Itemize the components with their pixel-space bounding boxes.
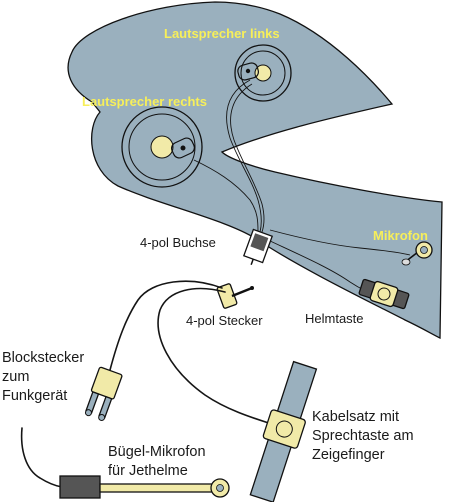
speaker-wire-right <box>193 159 259 233</box>
label-speaker-left: Lautsprecher links <box>164 26 280 41</box>
microphone <box>401 241 433 266</box>
cable-to-block-plug <box>109 280 223 371</box>
ptt-cable-set <box>249 360 318 502</box>
speaker-wire-left <box>226 79 262 233</box>
helmet-button <box>358 278 410 310</box>
label-cable-set: Kabelsatz mit Sprechtaste am Zeigefinger <box>312 409 418 463</box>
cable-to-ptt <box>157 287 279 427</box>
speaker-wire-left-2 <box>230 83 265 233</box>
helmet-shell <box>67 1 443 340</box>
label-boom-mic: Bügel-Mikrofon für Jethelme <box>108 444 210 479</box>
block-plug <box>84 366 123 421</box>
label-microphone: Mikrofon <box>373 228 428 243</box>
label-speaker-right: Lautsprecher rechts <box>82 94 207 109</box>
label-plug: 4-pol Stecker <box>186 313 263 328</box>
plug-4pol <box>216 283 254 309</box>
mic-wire <box>269 229 411 256</box>
label-block-plug: Blockstecker zum Funkgerät <box>2 350 88 404</box>
label-socket: 4-pol Buchse <box>140 235 216 250</box>
speaker-right <box>121 106 203 188</box>
boom-microphone <box>20 427 230 499</box>
socket-4pol <box>242 228 274 266</box>
label-helmet-button: Helmtaste <box>305 311 364 326</box>
speaker-left <box>234 44 292 102</box>
